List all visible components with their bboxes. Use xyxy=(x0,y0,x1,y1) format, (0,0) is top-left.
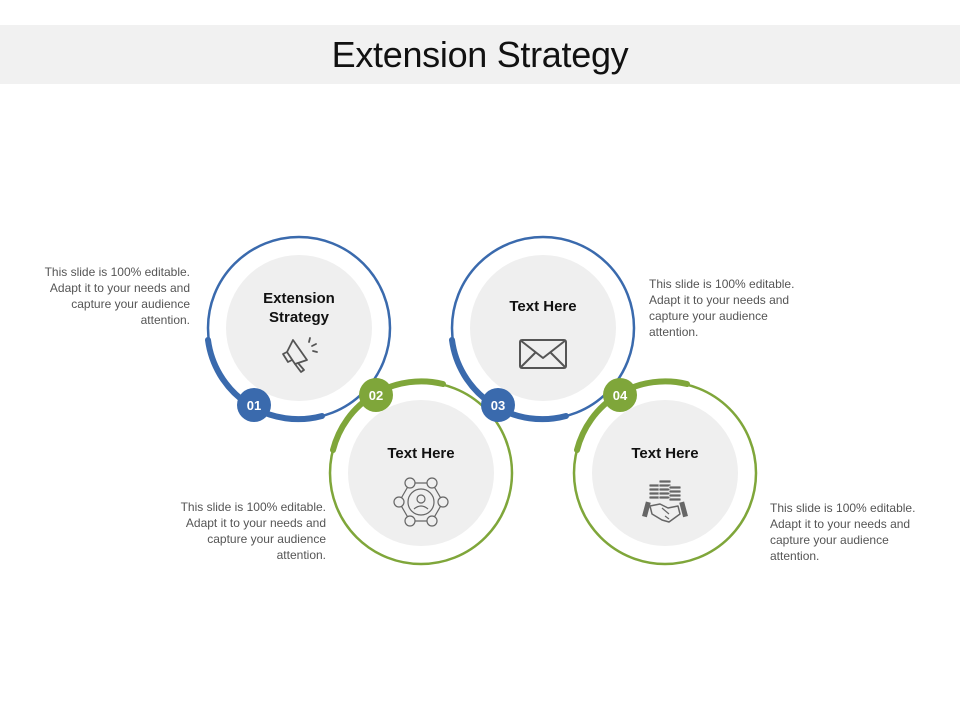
step-3-badge: 03 xyxy=(481,388,515,422)
step-1-description: This slide is 100% editable. Adapt it to… xyxy=(44,265,190,327)
svg-text:01: 01 xyxy=(247,398,261,413)
step-3-description: This slide is 100% editable. Adapt it to… xyxy=(649,277,795,339)
step-2-label: Text Here xyxy=(387,445,455,462)
step-2-badge: 02 xyxy=(359,378,393,412)
megaphone-icon xyxy=(282,337,318,373)
svg-text:03: 03 xyxy=(491,398,505,413)
step-4-badge: 04 xyxy=(603,378,637,412)
step-3-label: Text Here xyxy=(509,298,577,315)
coins-handshake-icon xyxy=(642,479,688,523)
page-title: Extension Strategy xyxy=(331,33,629,75)
step-4-circle xyxy=(572,378,758,566)
step-1-badge: 01 xyxy=(237,388,271,422)
svg-text:02: 02 xyxy=(369,388,383,403)
step-2-circle xyxy=(328,378,514,566)
step-4-description: This slide is 100% editable. Adapt it to… xyxy=(770,501,916,563)
step-2-description: This slide is 100% editable. Adapt it to… xyxy=(180,500,326,562)
svg-text:04: 04 xyxy=(613,388,628,403)
envelope-icon xyxy=(519,339,567,369)
title-bar: Extension Strategy xyxy=(0,25,960,84)
network-people-icon xyxy=(393,477,449,527)
step-1-label: Extension Strategy xyxy=(263,290,335,326)
step-4-label: Text Here xyxy=(631,445,699,462)
